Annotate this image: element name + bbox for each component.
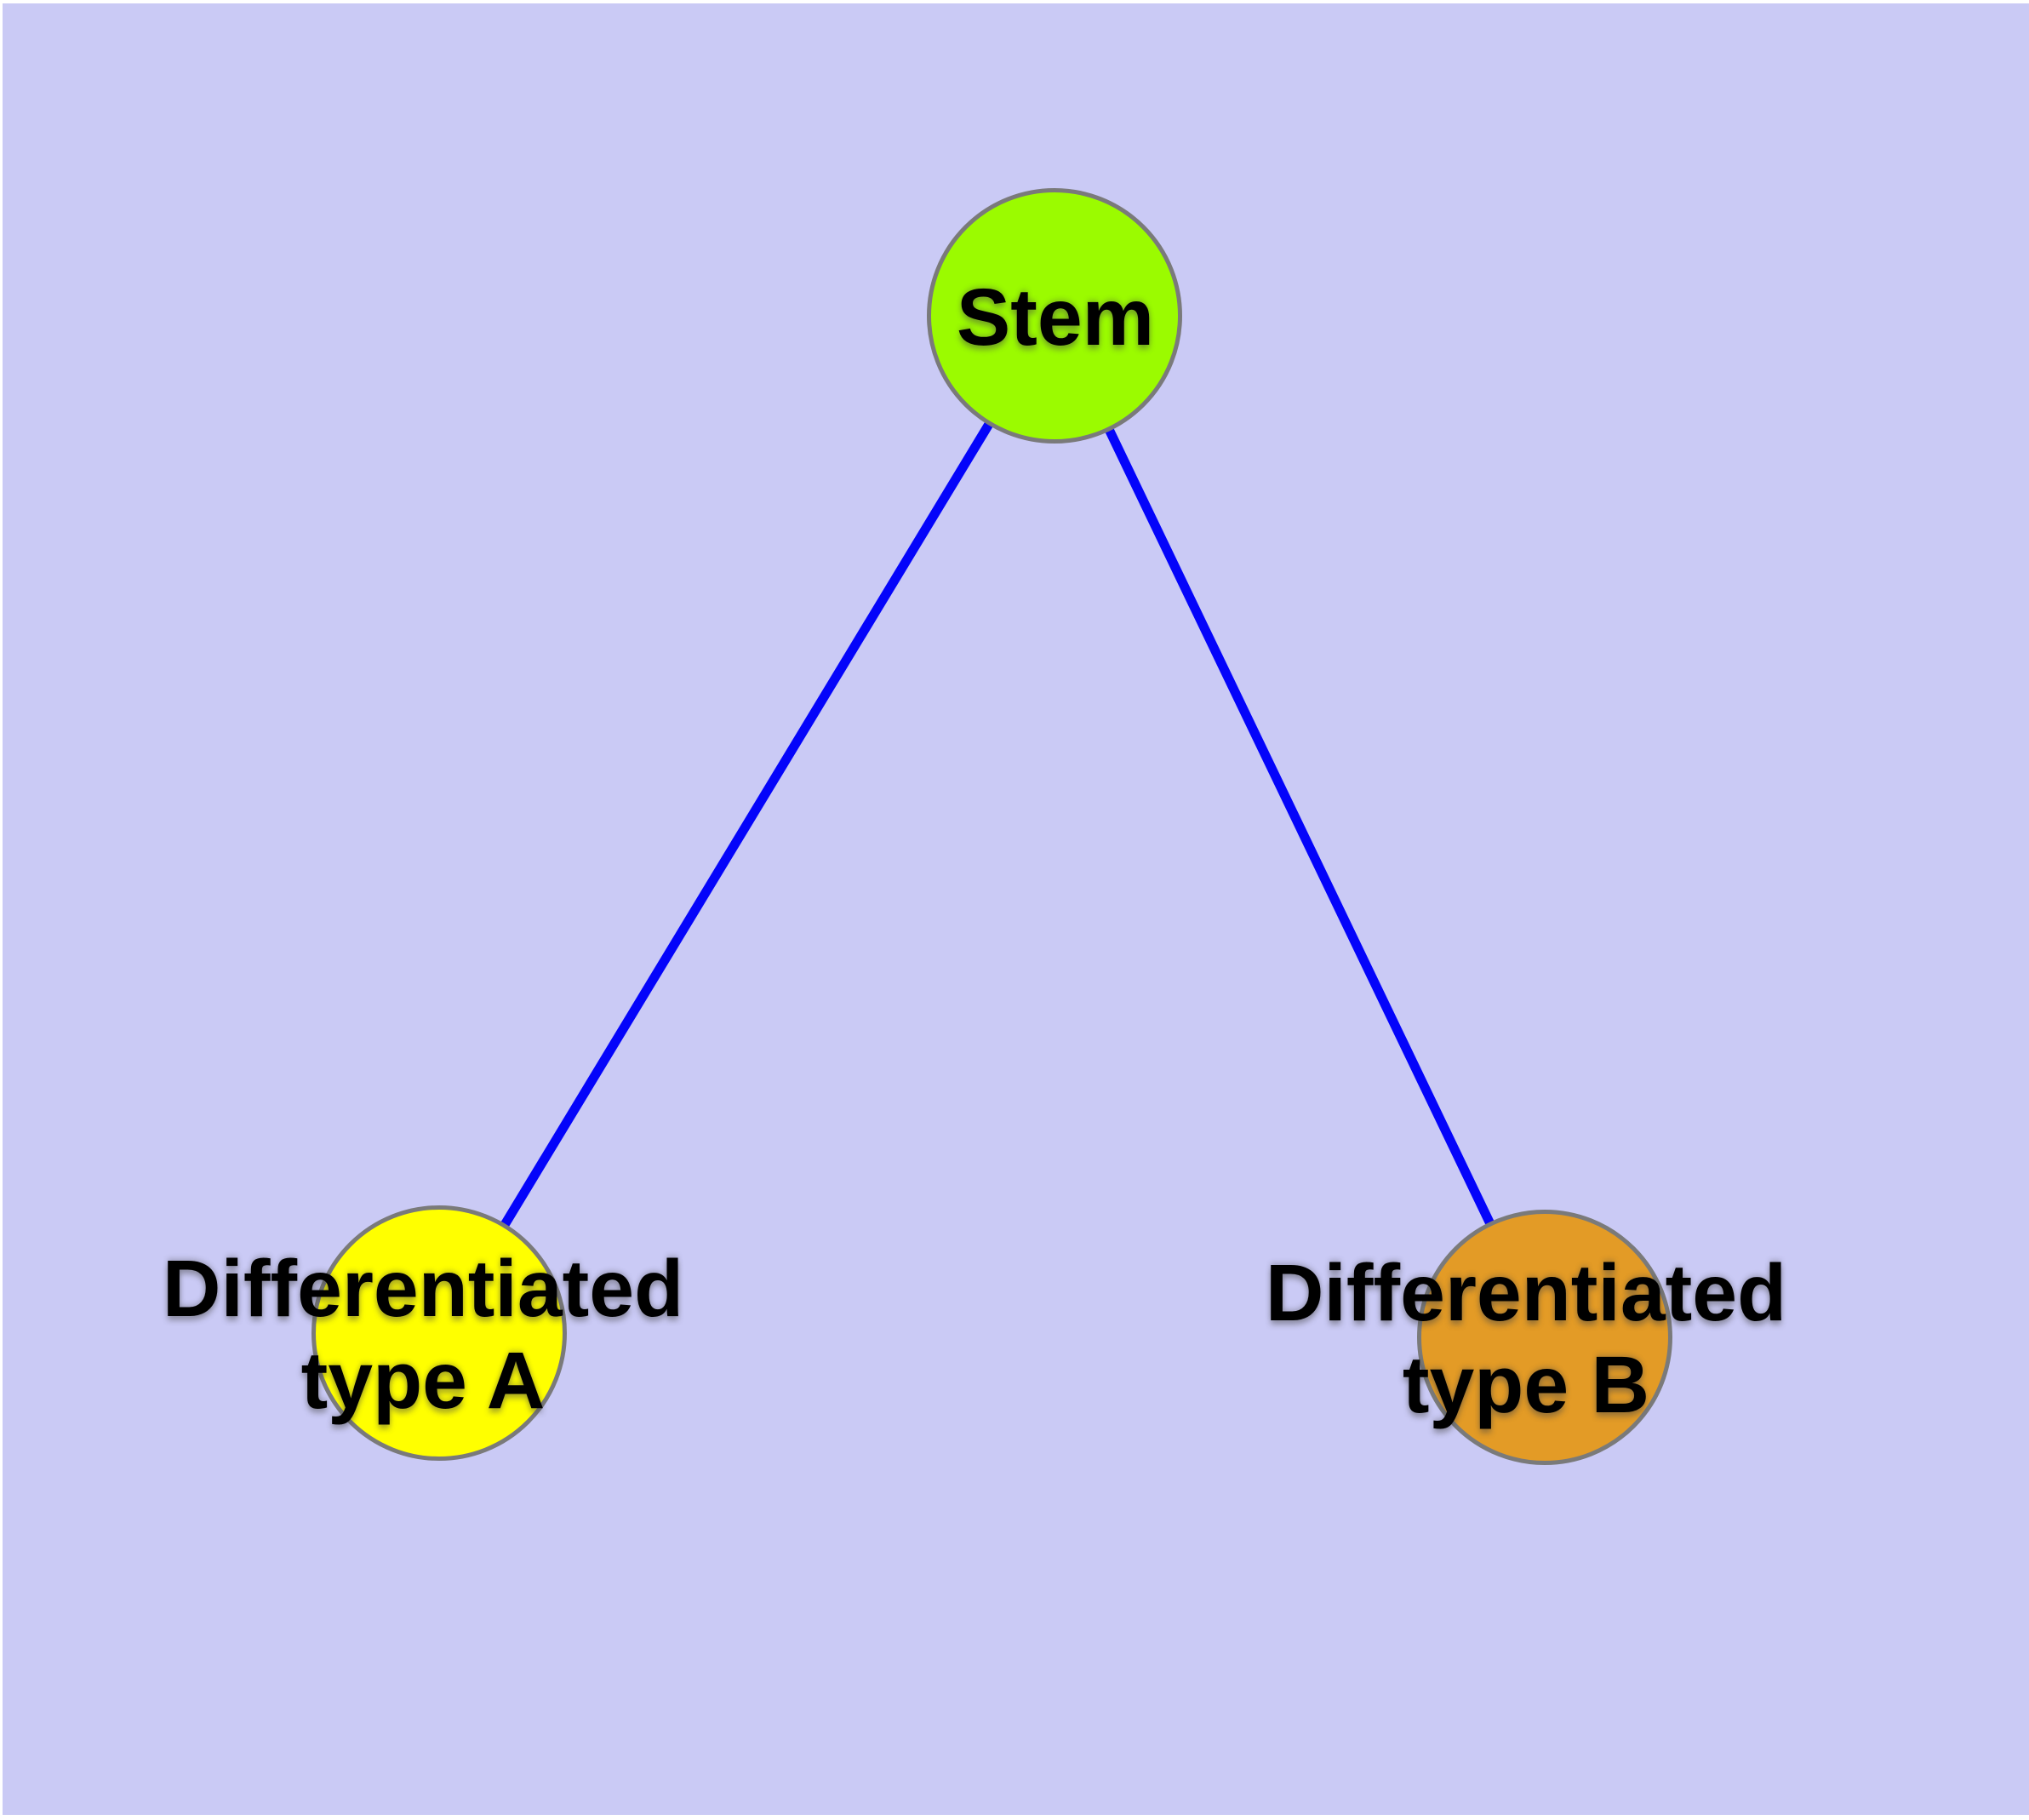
node-label-type-a: Differentiated type A [163,1243,683,1427]
node-label-stem-line1: Stem [956,272,1155,363]
edge-stem-to-type-a [434,311,1060,1338]
node-differentiated-type-b [1417,1210,1672,1465]
node-label-type-b-line2: type B [1402,1340,1650,1430]
node-label-type-b-line1: Differentiated [1265,1248,1787,1338]
edge-stem-to-type-b [1049,311,1550,1342]
node-label-type-b: Differentiated type B [1266,1247,1786,1431]
node-differentiated-type-a [311,1205,567,1461]
node-label-type-a-line1: Differentiated [162,1244,684,1334]
node-label-type-a-line2: type A [300,1336,546,1426]
node-stem [927,188,1182,444]
node-label-stem: Stem [957,272,1154,363]
